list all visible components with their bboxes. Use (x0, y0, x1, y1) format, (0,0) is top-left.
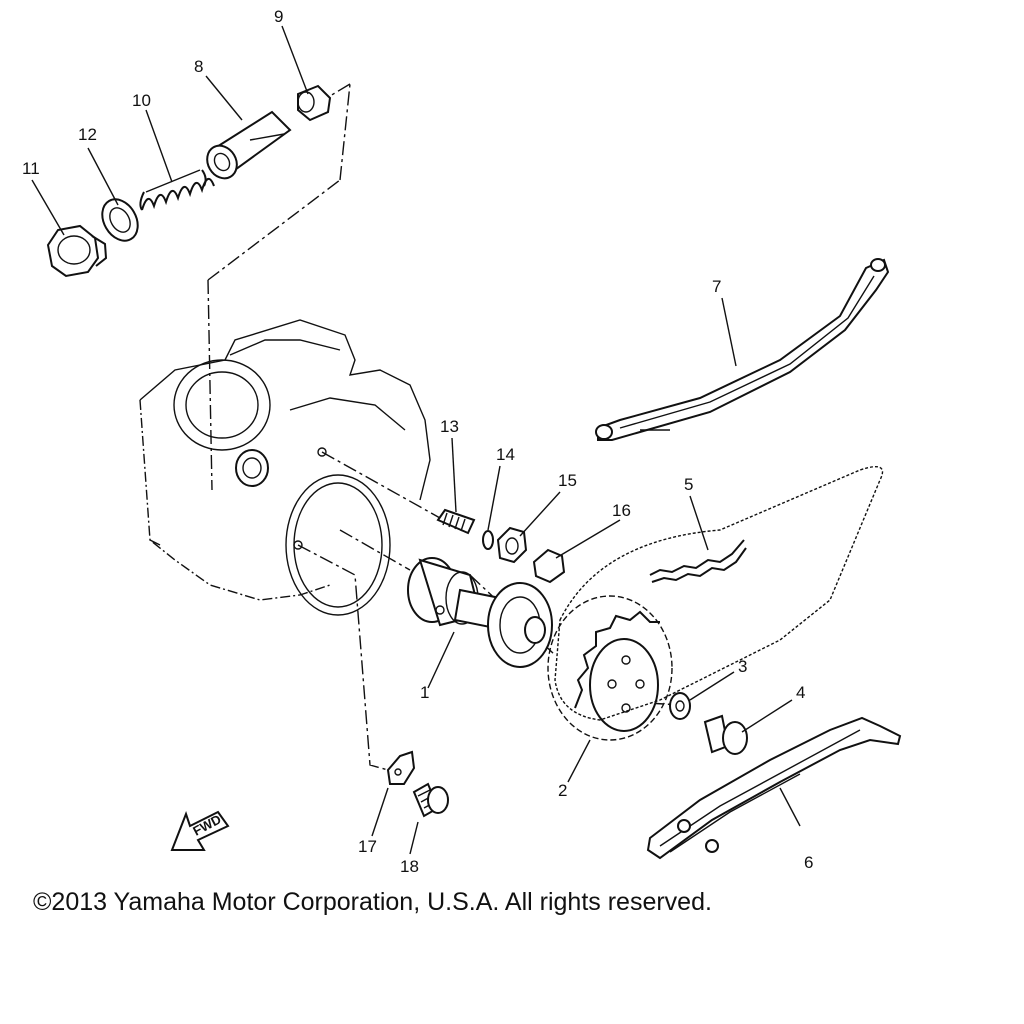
label-part-6: 6 (804, 853, 813, 872)
sprocket-bolt (703, 714, 748, 755)
label-part-2: 2 (558, 781, 567, 800)
camshaft (407, 557, 553, 668)
label-part-1: 1 (420, 683, 429, 702)
tensioner-cap-bolt (46, 224, 108, 278)
label-part-9: 9 (274, 7, 283, 26)
cam-chain (554, 466, 884, 721)
label-part-12: 12 (78, 125, 97, 144)
leader-lines (31, 25, 801, 855)
tensioner-rod (206, 110, 292, 180)
washer-3 (669, 692, 691, 720)
label-part-14: 14 (496, 445, 515, 464)
label-part-13: 13 (440, 417, 459, 436)
label-part-7: 7 (712, 277, 721, 296)
bolt-18 (412, 782, 449, 818)
copyright-notice: ©2013 Yamaha Motor Corporation, U.S.A. A… (33, 888, 712, 916)
forward-direction-arrow: FWD (170, 810, 230, 851)
cap-nut-16 (532, 548, 566, 584)
label-part-10: 10 (132, 91, 151, 110)
chain-guide-lower (646, 716, 902, 860)
tensioner-cap-piece (297, 84, 332, 122)
o-ring (482, 530, 494, 550)
label-part-5: 5 (684, 475, 693, 494)
camshaft-chain-exploded-diagram: FWD 9 8 10 12 11 7 13 14 15 16 5 1 3 (22, 7, 902, 876)
cylinder-head-housing (139, 319, 431, 616)
label-part-4: 4 (796, 683, 805, 702)
clamp-plate (386, 750, 416, 785)
label-part-18: 18 (400, 857, 419, 876)
chain-guide-upper (595, 258, 890, 441)
label-part-17: 17 (358, 837, 377, 856)
label-part-3: 3 (738, 657, 747, 676)
cam-sprocket (547, 595, 673, 741)
part-labels: 9 8 10 12 11 7 13 14 15 16 5 1 3 4 2 6 1… (22, 7, 813, 876)
label-part-16: 16 (612, 501, 631, 520)
nut-15 (496, 526, 528, 564)
label-part-8: 8 (194, 57, 203, 76)
tensioner-spring (139, 169, 215, 211)
washer-12 (101, 198, 139, 242)
stud-13 (436, 508, 476, 535)
label-part-11: 11 (22, 159, 40, 178)
label-part-15: 15 (558, 471, 577, 490)
